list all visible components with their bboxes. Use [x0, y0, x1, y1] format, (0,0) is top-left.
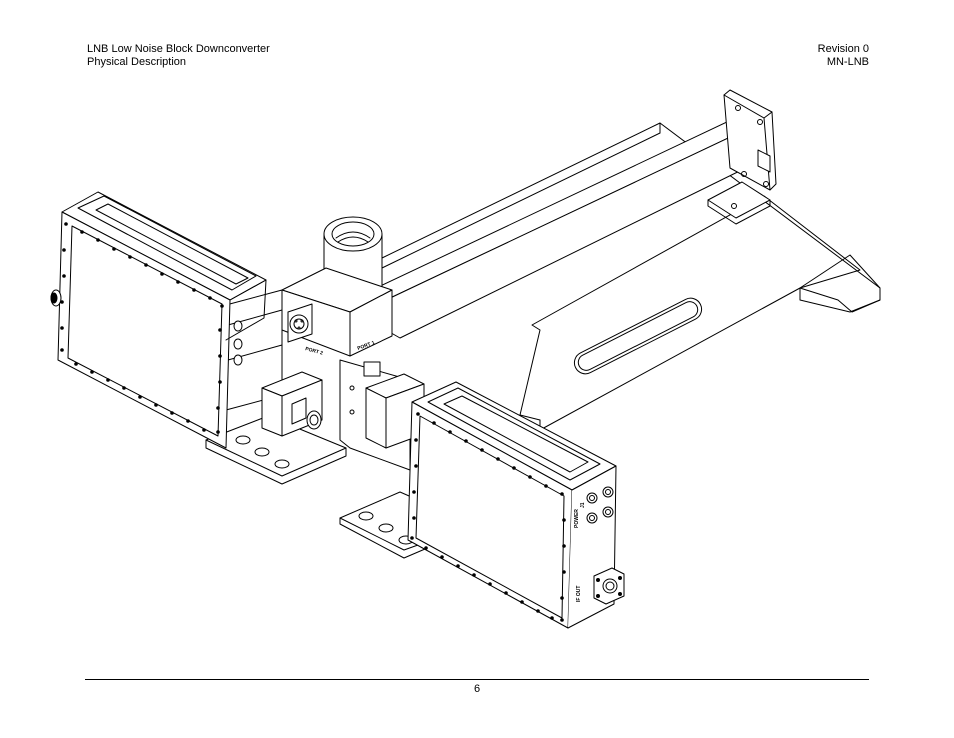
document-header-right: Revision 0 MN-LNB — [818, 43, 869, 69]
lnb-module-left — [50, 191, 267, 449]
center-block: PORT 2 PORT 1 — [281, 267, 393, 357]
port2-label: PORT 2 — [304, 346, 323, 357]
port2-connector — [261, 371, 323, 437]
document-header-left: LNB Low Noise Block Downconverter Physic… — [87, 43, 270, 69]
if-out-label: IF OUT — [576, 586, 582, 602]
waveguide-flange — [707, 89, 777, 225]
revision-label: Revision 0 — [817, 43, 869, 55]
document-title: LNB Low Noise Block Downconverter — [87, 43, 270, 55]
if-out-connector — [593, 567, 625, 605]
port1-label: PORT 1 — [357, 340, 376, 352]
power-label: POWER — [574, 509, 580, 528]
footer-rule — [85, 679, 869, 680]
lnb-module-right: POWER J1 IF OUT — [407, 381, 625, 629]
document-number: MN-LNB — [826, 56, 869, 68]
section-title: Physical Description — [87, 56, 187, 68]
page-number: 6 — [473, 683, 481, 695]
j1-label: J1 — [580, 502, 586, 508]
power-connectors — [586, 486, 614, 524]
